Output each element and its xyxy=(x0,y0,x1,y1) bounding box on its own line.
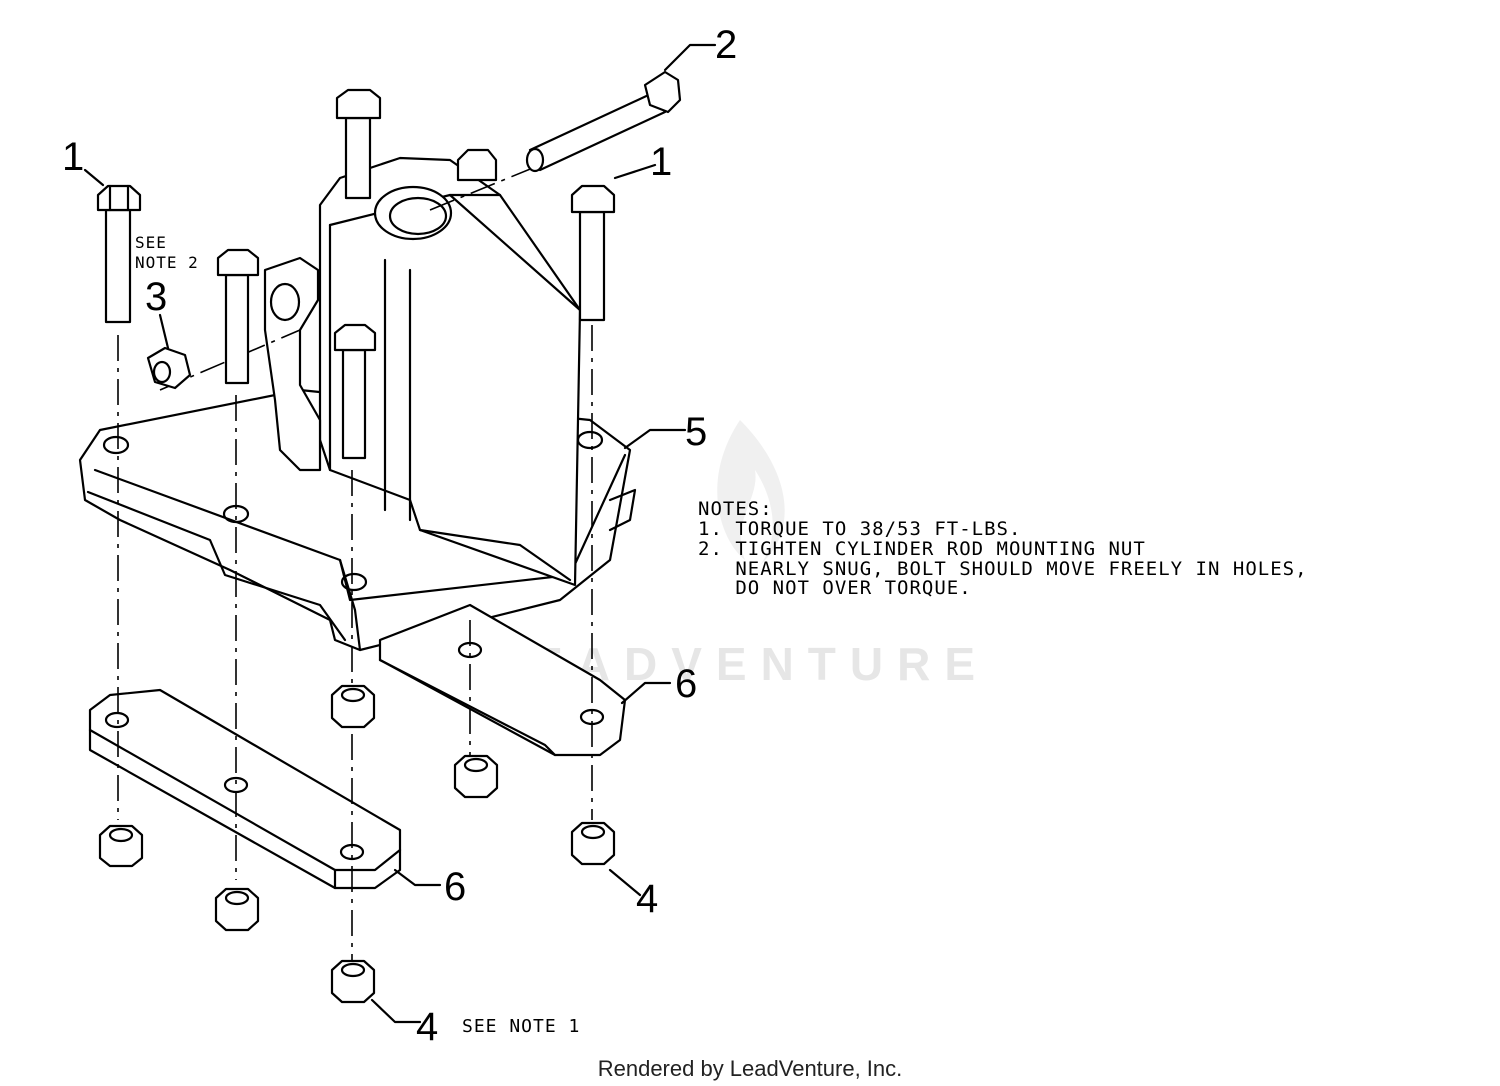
bolt-1-top xyxy=(335,88,382,200)
footer-credit: Rendered by LeadVenture, Inc. xyxy=(598,1056,903,1081)
callout-1-right: 1 xyxy=(650,140,672,184)
lock-nuts-4 xyxy=(98,684,616,1004)
backing-plate-6-lower xyxy=(88,688,402,890)
callout-4-right: 4 xyxy=(636,877,658,921)
see-note1: SEE NOTE 1 xyxy=(462,1016,580,1037)
lock-nut-d xyxy=(330,684,376,729)
notes-line-1: 1. TORQUE TO 38/53 FT-LBS. xyxy=(698,518,1021,540)
pin-bolt-2 xyxy=(525,70,682,173)
lock-nut-a xyxy=(98,824,144,868)
lock-nut-f xyxy=(570,821,616,866)
see-note2-line2: NOTE 2 xyxy=(135,253,199,272)
bolt-top-rear-head xyxy=(456,148,498,182)
notes-heading: NOTES: xyxy=(698,498,773,520)
callout-6-upper: 6 xyxy=(675,662,697,706)
bolt-1-mid xyxy=(216,248,260,385)
lock-nut-e xyxy=(453,754,499,799)
leader-lines xyxy=(83,43,717,1024)
bolt-1-center xyxy=(333,323,377,460)
callout-3: 3 xyxy=(145,275,167,319)
callout-2: 2 xyxy=(715,23,737,67)
callout-1-left: 1 xyxy=(62,135,84,179)
pivot-ear xyxy=(263,256,322,472)
notes-line-2: 2. TIGHTEN CYLINDER ROD MOUNTING NUT xyxy=(698,538,1146,560)
backing-plate-6-upper xyxy=(378,603,627,757)
lock-nut-c xyxy=(330,959,376,1004)
bolt-1-left xyxy=(96,184,142,324)
notes-block: NOTES: 1. TORQUE TO 38/53 FT-LBS. 2. TIG… xyxy=(698,498,1308,599)
nut-3 xyxy=(146,346,192,390)
see-note2-line1: SEE xyxy=(135,233,167,252)
callout-4-bottom: 4 xyxy=(416,1005,438,1049)
notes-line-4: DO NOT OVER TORQUE. xyxy=(698,577,972,599)
lock-nut-b xyxy=(214,887,260,932)
notes-line-3: NEARLY SNUG, BOLT SHOULD MOVE FREELY IN … xyxy=(698,558,1308,580)
callout-5: 5 xyxy=(685,410,707,454)
callout-6-lower: 6 xyxy=(444,865,466,909)
bolt-1-right xyxy=(570,184,616,322)
cylinder-mount-tower xyxy=(318,156,582,587)
